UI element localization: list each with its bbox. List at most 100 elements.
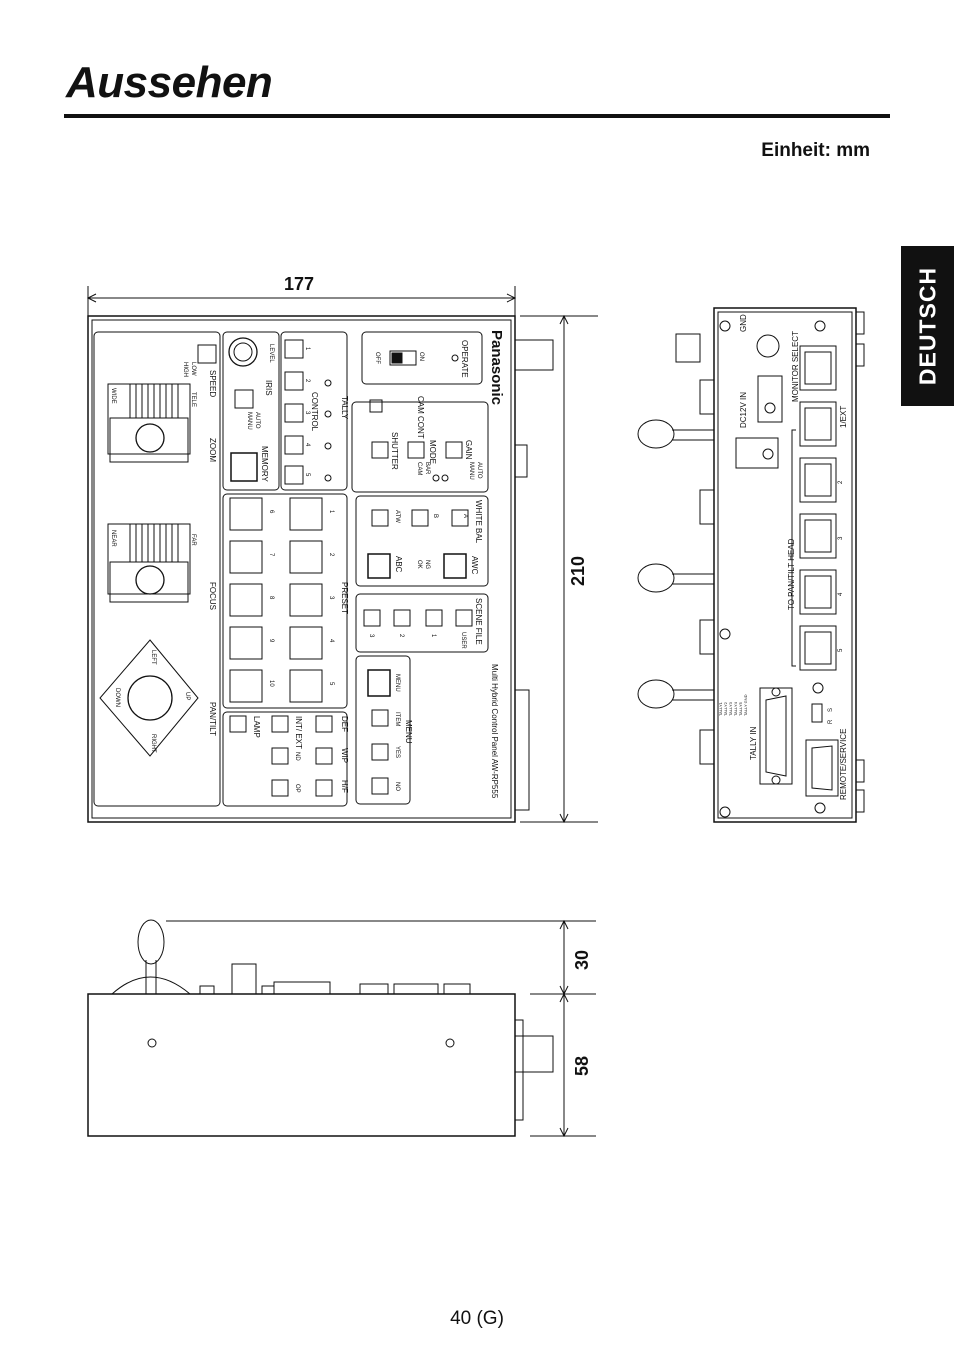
port-inner bbox=[804, 575, 832, 609]
scene-1-button[interactable] bbox=[425, 609, 443, 627]
side-connector-plate bbox=[514, 1019, 524, 1121]
pan-tilt-joystick[interactable] bbox=[127, 675, 173, 721]
preset-button-1[interactable] bbox=[289, 497, 323, 531]
preset-number-5: 5 bbox=[328, 682, 334, 686]
preset-button-8[interactable] bbox=[229, 583, 263, 617]
rs-switch[interactable] bbox=[811, 703, 823, 723]
pan-tilt-pad[interactable] bbox=[99, 639, 199, 757]
operate-on-label: ON bbox=[418, 352, 424, 361]
menu-button[interactable] bbox=[367, 669, 391, 697]
control-button-4[interactable] bbox=[284, 435, 304, 455]
memory-button[interactable] bbox=[230, 452, 258, 482]
wb-a-button[interactable] bbox=[451, 509, 469, 527]
remote-service-connector[interactable] bbox=[805, 739, 839, 797]
preset-button-4[interactable] bbox=[289, 626, 323, 660]
top-view-labels: 177 210 Panasonic Multi Hybrid Control P… bbox=[110, 274, 588, 799]
hf-button[interactable] bbox=[315, 779, 333, 797]
atw-button[interactable] bbox=[371, 509, 389, 527]
atw-label: ATW bbox=[394, 510, 400, 523]
speed-button[interactable] bbox=[197, 344, 217, 364]
gain-button[interactable] bbox=[445, 441, 463, 459]
scene-user-button[interactable] bbox=[455, 609, 473, 627]
tally-pin-4: TALLY4 bbox=[733, 701, 738, 716]
scene-2-button[interactable] bbox=[393, 609, 411, 627]
preset-button-6[interactable] bbox=[229, 497, 263, 531]
mode-button[interactable] bbox=[407, 441, 425, 459]
mode-cam-label: CAM bbox=[416, 462, 422, 475]
gnd-terminal[interactable] bbox=[756, 334, 780, 358]
monitor-select-port[interactable] bbox=[799, 345, 837, 391]
lamp-button[interactable] bbox=[229, 715, 247, 733]
ext-port[interactable] bbox=[799, 401, 837, 447]
yes-button[interactable] bbox=[371, 743, 389, 761]
iris-level-knob[interactable] bbox=[228, 337, 258, 367]
direction-down: DOWN bbox=[114, 688, 120, 707]
def-button[interactable] bbox=[315, 715, 333, 733]
zoom-knob[interactable] bbox=[135, 423, 165, 453]
control-button-3[interactable] bbox=[284, 403, 304, 423]
side-block bbox=[699, 729, 715, 765]
scene-3-button[interactable] bbox=[363, 609, 381, 627]
pan-tilt-port-5[interactable] bbox=[799, 625, 837, 671]
preset-button-7[interactable] bbox=[229, 540, 263, 574]
nd-button[interactable] bbox=[271, 747, 289, 765]
side-screw-hole bbox=[445, 1038, 455, 1048]
preset-button-2[interactable] bbox=[289, 540, 323, 574]
operate-led bbox=[451, 354, 459, 362]
control-label: CONTROL bbox=[310, 392, 319, 432]
iris-auto-button[interactable] bbox=[234, 389, 254, 409]
clamp-screw bbox=[762, 448, 774, 460]
control-button-5[interactable] bbox=[284, 465, 304, 485]
awc-button[interactable] bbox=[443, 553, 467, 579]
focus-knob[interactable] bbox=[135, 565, 165, 595]
screw bbox=[814, 320, 826, 332]
wb-b-button[interactable] bbox=[411, 509, 429, 527]
control-button-2[interactable] bbox=[284, 371, 304, 391]
tally-label: TALLY bbox=[340, 396, 349, 420]
zoom-slider-body bbox=[109, 417, 189, 463]
body-height-dimension: 58 bbox=[572, 1056, 592, 1076]
control-button-1[interactable] bbox=[284, 339, 304, 359]
mode-label: MODE bbox=[428, 440, 437, 464]
pan-tilt-port-3[interactable] bbox=[799, 513, 837, 559]
dc12v-in-jack[interactable] bbox=[757, 375, 783, 423]
preset-button-9[interactable] bbox=[229, 626, 263, 660]
op-button[interactable] bbox=[271, 779, 289, 797]
int-ext-label: INT/ EXT bbox=[294, 716, 303, 749]
pan-tilt-port-4[interactable] bbox=[799, 569, 837, 615]
gain-led-1 bbox=[441, 474, 449, 482]
direction-left: LEFT bbox=[150, 650, 156, 665]
zoom-wide-label: WIDE bbox=[110, 388, 116, 404]
focus-slider-body bbox=[109, 561, 189, 603]
preset-button-3[interactable] bbox=[289, 583, 323, 617]
pan-tilt-port-2[interactable] bbox=[799, 457, 837, 503]
shutter-button[interactable] bbox=[371, 441, 389, 459]
tally-in-label: TALLY IN bbox=[749, 726, 758, 760]
no-button[interactable] bbox=[371, 777, 389, 795]
dc-jack-screw bbox=[764, 402, 776, 414]
zoom-lever[interactable] bbox=[107, 383, 191, 455]
item-button[interactable] bbox=[371, 709, 389, 727]
preset-button-5[interactable] bbox=[289, 669, 323, 703]
rear-view bbox=[637, 307, 865, 823]
operate-switch[interactable] bbox=[389, 350, 417, 366]
foot bbox=[855, 789, 865, 813]
abc-button[interactable] bbox=[367, 553, 391, 579]
int-ext-button[interactable] bbox=[271, 715, 289, 733]
side-block bbox=[699, 379, 715, 415]
tally-in-connector[interactable] bbox=[759, 687, 793, 785]
arrow bbox=[559, 1127, 569, 1138]
focus-far-label: FAR bbox=[190, 534, 196, 546]
cam-cont-switch[interactable] bbox=[369, 399, 383, 413]
port-inner bbox=[804, 519, 832, 553]
iris-auto-label: AUTO bbox=[254, 412, 260, 429]
panel-outline bbox=[87, 315, 516, 823]
tally-led-1 bbox=[324, 379, 332, 387]
preset-button-10[interactable] bbox=[229, 669, 263, 703]
tally-pin-1: TALLY1 bbox=[718, 701, 723, 716]
white-bal-label: WHITE BAL bbox=[474, 500, 483, 544]
operate-off-label: OFF bbox=[374, 352, 380, 364]
memory-label: MEMORY bbox=[260, 446, 269, 483]
preset-number-10: 10 bbox=[268, 680, 274, 687]
wip-button[interactable] bbox=[315, 747, 333, 765]
